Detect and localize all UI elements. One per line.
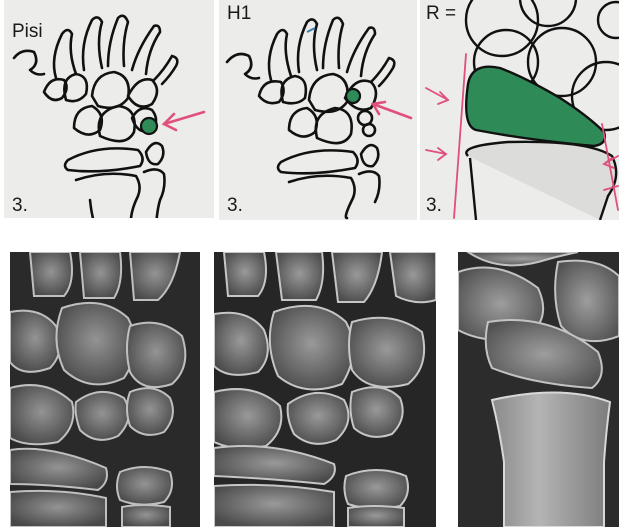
- pointer-arrow-icon: [164, 112, 204, 130]
- pointer-arrow-icon: [373, 102, 411, 118]
- wrist-radiograph: [214, 252, 436, 527]
- radius-metaphysis: [492, 392, 610, 527]
- diagram-card-r: R = 3.: [420, 0, 619, 220]
- diagram-card-h1: H1 3.: [219, 0, 417, 220]
- xray-panel-middle: [214, 252, 436, 527]
- panel-label: H1: [227, 4, 251, 23]
- xray-panel-right: [458, 252, 619, 527]
- wrist-line-drawing: [219, 0, 417, 220]
- radius-shaft-outline: [466, 142, 616, 220]
- panel-label: R =: [426, 4, 456, 23]
- panel-number: 3.: [227, 196, 243, 215]
- marker-tick: [307, 28, 315, 32]
- xray-panel-left: [10, 252, 200, 527]
- panel-label: Pisi: [12, 22, 43, 41]
- diagram-card-pisi: Pisi 3.: [4, 0, 214, 218]
- radius-epiphysis-drawing: [420, 0, 619, 220]
- hamate-hook-highlight: [346, 89, 360, 103]
- wrist-radiograph: [458, 252, 619, 527]
- radius-epiphysis-highlight: [466, 67, 605, 146]
- panel-number: 3.: [12, 196, 28, 215]
- wrist-radiograph: [10, 252, 200, 527]
- pisiform-highlight: [141, 118, 157, 134]
- panel-number: 3.: [426, 196, 442, 215]
